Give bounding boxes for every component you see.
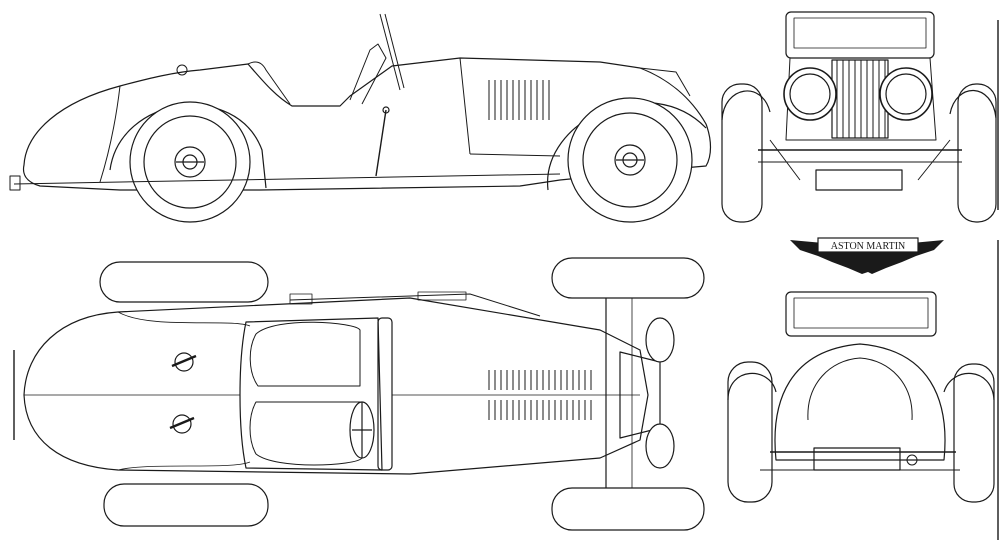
side-radiator bbox=[639, 67, 691, 97]
top-front-wheel-upper bbox=[551, 257, 705, 299]
top-headlamp-upper bbox=[645, 317, 675, 363]
top-spare-wheel-upper bbox=[99, 261, 269, 303]
side-tail-seam bbox=[99, 85, 121, 183]
top-seat-lower bbox=[249, 401, 363, 466]
rear-windscreen bbox=[785, 291, 937, 337]
front-headlamp-left bbox=[783, 67, 837, 121]
top-fuel-cap-upper bbox=[171, 352, 197, 372]
rear-wheel-right bbox=[953, 363, 995, 503]
side-chassis-rail bbox=[13, 173, 561, 185]
top-fuel-cap-lower bbox=[169, 414, 195, 434]
top-seat-upper bbox=[249, 321, 361, 387]
top-headlamp-lower bbox=[645, 423, 675, 469]
front-apron bbox=[815, 169, 903, 191]
side-cockpit bbox=[247, 61, 291, 105]
front-headlamp-right bbox=[879, 67, 933, 121]
rear-wheel-left bbox=[727, 361, 773, 503]
side-front-wheel bbox=[567, 97, 693, 223]
logo-banner bbox=[817, 237, 919, 253]
front-wheel-left bbox=[721, 83, 763, 223]
top-view bbox=[13, 257, 705, 531]
front-wheel-right bbox=[957, 83, 997, 223]
top-windscreen bbox=[377, 317, 393, 471]
front-view bbox=[721, 11, 997, 223]
top-exhaust bbox=[289, 293, 541, 317]
front-wing-left bbox=[721, 90, 771, 121]
side-windscreen bbox=[349, 13, 405, 105]
rear-view bbox=[727, 291, 995, 503]
front-wing-right bbox=[949, 89, 997, 119]
top-louvers-upper bbox=[488, 370, 596, 390]
top-cockpit bbox=[239, 317, 383, 471]
side-bonnet-louvers bbox=[486, 80, 552, 120]
side-rear-wheel bbox=[129, 101, 251, 223]
side-bonnet-line bbox=[459, 57, 471, 155]
top-steering-wheel bbox=[349, 401, 375, 459]
side-handbrake bbox=[375, 109, 387, 177]
top-louvers-lower bbox=[488, 400, 596, 420]
top-spare-wheel-lower bbox=[103, 483, 269, 527]
logo-text: ASTON MARTIN bbox=[831, 241, 906, 252]
front-body bbox=[785, 57, 937, 141]
aston-martin-logo: ASTON MARTIN bbox=[790, 237, 944, 274]
rear-body bbox=[774, 343, 946, 461]
side-view bbox=[9, 13, 712, 223]
rear-wing-right bbox=[943, 372, 995, 401]
front-windscreen bbox=[785, 11, 935, 59]
top-front-wheel-lower bbox=[551, 487, 705, 531]
front-radiator bbox=[831, 59, 889, 139]
rear-wing-left bbox=[727, 372, 777, 401]
